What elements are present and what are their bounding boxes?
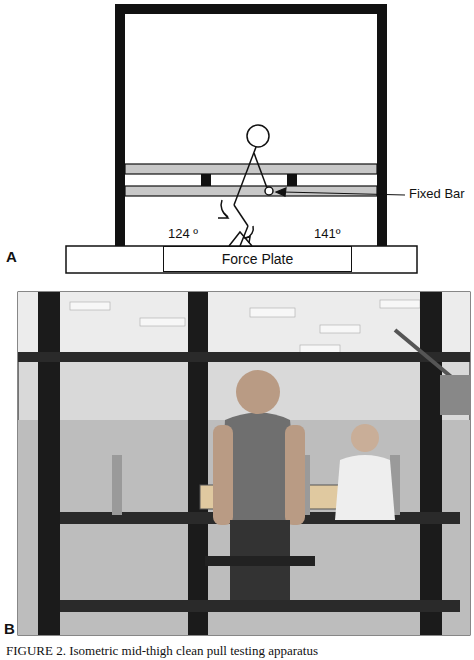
angle-label: 141º xyxy=(314,226,340,241)
rack-schematic xyxy=(66,4,417,273)
angle-label: 124 º xyxy=(168,226,198,241)
figure-caption: FIGURE 2. Isometric mid-thigh clean pull… xyxy=(4,643,320,659)
node-text: Force Plate xyxy=(222,251,294,267)
photo-illustration xyxy=(18,292,470,635)
part-name: Fixed Bar xyxy=(409,186,465,201)
fixed-bar-leader xyxy=(276,188,405,196)
force-plate-box: Force Plate xyxy=(163,246,352,272)
lifter-stick-figure xyxy=(218,125,273,246)
panel-letter: A xyxy=(6,248,17,265)
panel-letter: B xyxy=(4,620,15,637)
